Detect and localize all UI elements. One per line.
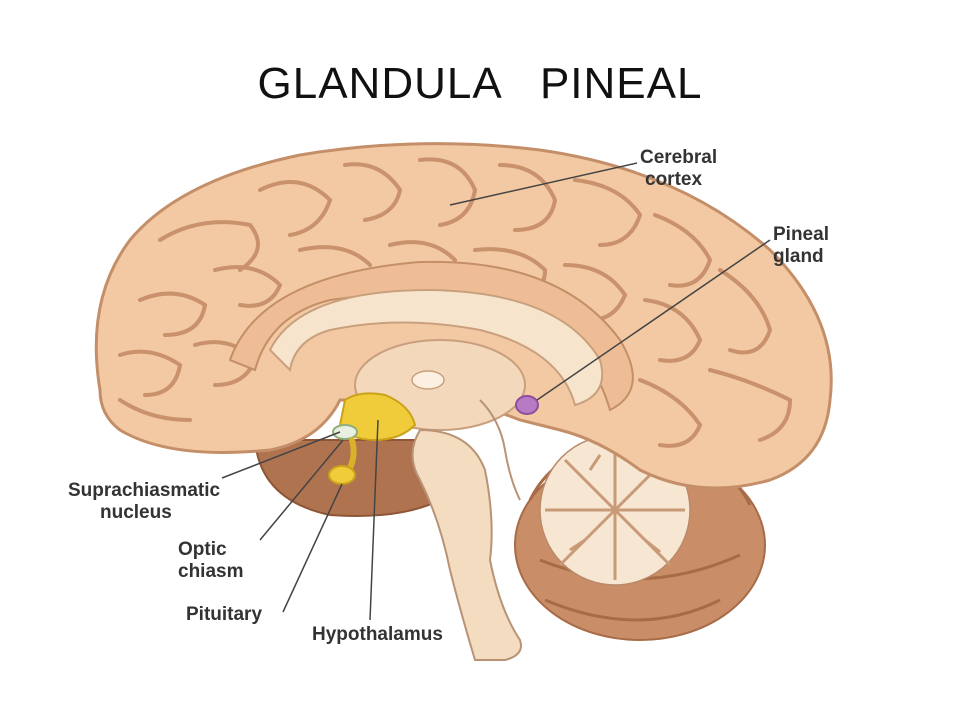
hypothalamus-region: [338, 392, 417, 442]
label-suprachiasmatic-1: Suprachiasmatic: [68, 480, 220, 501]
brainstem: [411, 428, 522, 661]
label-suprachiasmatic-2: nucleus: [100, 502, 172, 523]
label-optic-chiasm-2: chiasm: [178, 561, 243, 582]
pituitary-stalk: [347, 437, 357, 471]
pituitary-gland: [328, 465, 356, 485]
leader-lines: [221, 162, 771, 621]
interthalamic-adhesion: [411, 370, 445, 390]
corpus-callosum: [268, 288, 604, 407]
label-pineal-gland-1: Pineal: [773, 224, 829, 245]
label-cerebral-cortex-2: cortex: [645, 169, 702, 190]
label-hypothalamus: Hypothalamus: [312, 624, 443, 645]
label-pineal-gland-2: gland: [773, 246, 824, 267]
pineal-gland: [515, 395, 539, 415]
label-optic-chiasm-1: Optic: [178, 539, 227, 560]
slide-title: GLANDULA PINEAL: [257, 59, 703, 108]
label-pituitary: Pituitary: [186, 604, 262, 625]
label-cerebral-cortex-1: Cerebral: [640, 147, 717, 168]
optic-chiasm: [332, 424, 358, 440]
